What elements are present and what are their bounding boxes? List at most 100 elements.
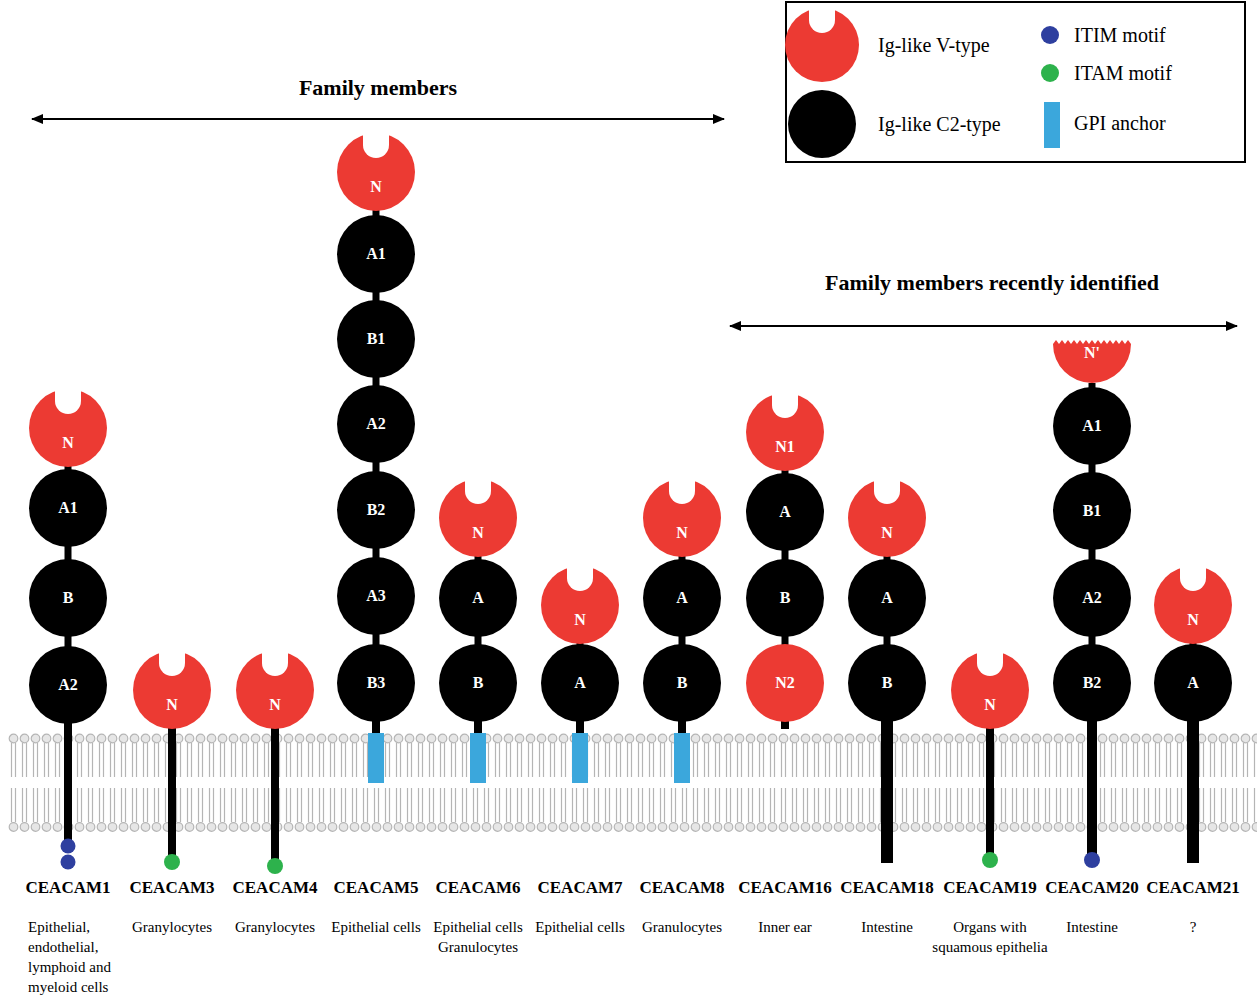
c2-domain: B3: [337, 644, 415, 722]
domain-linker: [373, 292, 380, 301]
domain-circle: [848, 559, 926, 637]
c2-domain: A1: [29, 469, 107, 547]
legend-swatches: [785, 7, 1060, 158]
c2-domain: A: [1154, 644, 1232, 722]
binding-notch: [363, 133, 389, 158]
stalk: [1187, 721, 1199, 863]
member-name: CEACAM20: [1045, 878, 1139, 898]
c2-domain: B2: [337, 471, 415, 549]
itam-motif: [267, 858, 283, 874]
c2-domain: B: [29, 559, 107, 637]
binding-notch: [159, 651, 185, 676]
gpi-anchor: [368, 733, 384, 783]
member-name: CEACAM19: [943, 878, 1037, 898]
binding-notch: [55, 389, 81, 414]
expression-site: Organs with squamous epithelia: [923, 917, 1058, 957]
domain-shape: [541, 566, 619, 644]
domain-circle: [541, 644, 619, 722]
domain-circle: [29, 646, 107, 724]
domain-linker: [373, 548, 380, 558]
domain-circle: [439, 644, 517, 722]
legend-text: GPI anchor: [1074, 112, 1166, 134]
domain-circle: [643, 644, 721, 722]
c2-domain: A2: [29, 646, 107, 724]
domain-circle: [29, 469, 107, 547]
domain-label: A2: [1053, 589, 1131, 607]
domain-label: A: [746, 503, 824, 521]
domain-label: N1: [746, 438, 824, 456]
stalk: [168, 727, 176, 860]
legend-text: Ig-like V-type: [878, 34, 990, 56]
legend-swatch: [1044, 102, 1060, 148]
domain-shape: [439, 479, 517, 557]
domain-linker: [884, 636, 891, 645]
gpi-anchor: [674, 733, 690, 783]
stalk: [372, 721, 380, 735]
v-domain: N: [133, 651, 211, 729]
legend-swatch: [785, 8, 859, 82]
domain-linker: [1089, 636, 1096, 645]
domain-circle: [643, 559, 721, 637]
domain-label: B1: [337, 330, 415, 348]
expression-site: Intestine: [861, 917, 913, 937]
domain-shape: [848, 479, 926, 557]
expression-site: Granylocytes: [235, 917, 315, 937]
c2-domain: B2: [1053, 644, 1131, 722]
stalk: [271, 727, 279, 864]
gpi-anchor: [572, 733, 588, 783]
expression-site: Granylocytes: [132, 917, 212, 937]
domain-shape: [29, 389, 107, 467]
c2-domain: B: [746, 559, 824, 637]
range-arrow: [730, 325, 1237, 327]
domain-label: N: [439, 524, 517, 542]
c2-domain: A1: [337, 215, 415, 293]
domain-cup: [133, 651, 211, 729]
stalk: [474, 721, 482, 735]
legend-text: Ig-like C2-type: [878, 113, 1001, 135]
legend-text: ITIM motif: [1074, 24, 1166, 46]
expression-site: Epithelial cells: [331, 917, 421, 937]
domain-circle: [337, 215, 415, 293]
member-name: CEACAM3: [130, 878, 215, 898]
binding-notch: [465, 479, 491, 504]
legend-box: [786, 2, 1245, 162]
domain-linker: [475, 636, 482, 645]
domain-linker: [782, 550, 789, 560]
itam-motif: [982, 852, 998, 868]
domain-label: N: [643, 524, 721, 542]
domain-label: N: [337, 178, 415, 196]
motifs: [61, 839, 1101, 875]
domain-cup: [29, 389, 107, 467]
itim-motif: [61, 855, 76, 870]
domain-cup: [951, 651, 1029, 729]
stalk: [986, 727, 994, 858]
binding-notch: [1180, 566, 1206, 591]
domain-label: A1: [1053, 417, 1131, 435]
domain-label: A: [848, 589, 926, 607]
member-name: CEACAM16: [738, 878, 832, 898]
domain-label: B: [746, 589, 824, 607]
stalk: [64, 722, 72, 850]
domain-circle: [746, 644, 824, 722]
member-name: CEACAM1: [26, 878, 111, 898]
itam-motif: [164, 854, 180, 870]
domain-linker: [1089, 549, 1096, 560]
group-heading: Family members: [299, 78, 457, 98]
domain-label: N: [236, 696, 314, 714]
itim-motif: [1084, 852, 1100, 868]
domain-linker: [782, 636, 789, 645]
stalk: [1087, 721, 1097, 858]
domain-circle: [1053, 644, 1131, 722]
domain-shape: [133, 651, 211, 729]
c2-domain: A2: [337, 385, 415, 463]
domain-label: N: [133, 696, 211, 714]
domain-label: N: [29, 434, 107, 452]
v-domain: N: [541, 566, 619, 644]
expression-site: Intestine: [1066, 917, 1118, 937]
binding-notch: [669, 479, 695, 504]
stalk: [881, 721, 893, 863]
gpi-anchors: [368, 733, 690, 783]
domain-label: B2: [337, 501, 415, 519]
stalk: [678, 721, 686, 735]
